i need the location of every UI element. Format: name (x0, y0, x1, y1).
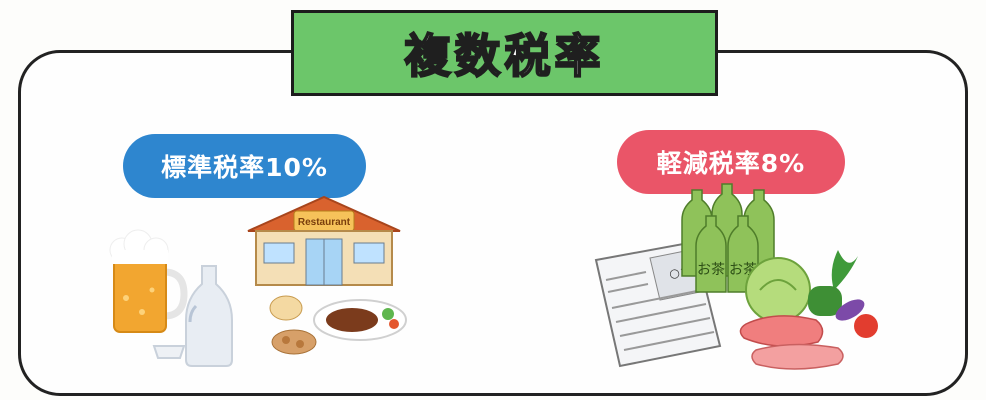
vegetables-meat-icon (739, 250, 878, 370)
restaurant-sign: Restaurant (298, 217, 351, 228)
standard-rate-label: 標準税率10% (161, 153, 328, 182)
sake-bottle-icon (152, 265, 233, 367)
reduced-rate-label: 軽減税率8% (656, 149, 806, 178)
hamburg-plate-icon (269, 295, 407, 355)
tea-label: お茶 (697, 262, 725, 278)
restaurant-building-icon: Restaurant (247, 195, 401, 286)
page-title: 複数税率 (404, 28, 605, 84)
title-banner: 複数税率 (291, 10, 718, 96)
beer-mug-icon (109, 229, 188, 333)
standard-rate-badge: 標準税率10% (123, 134, 366, 198)
tea-bottles-icon: お茶 お茶 (681, 183, 775, 293)
